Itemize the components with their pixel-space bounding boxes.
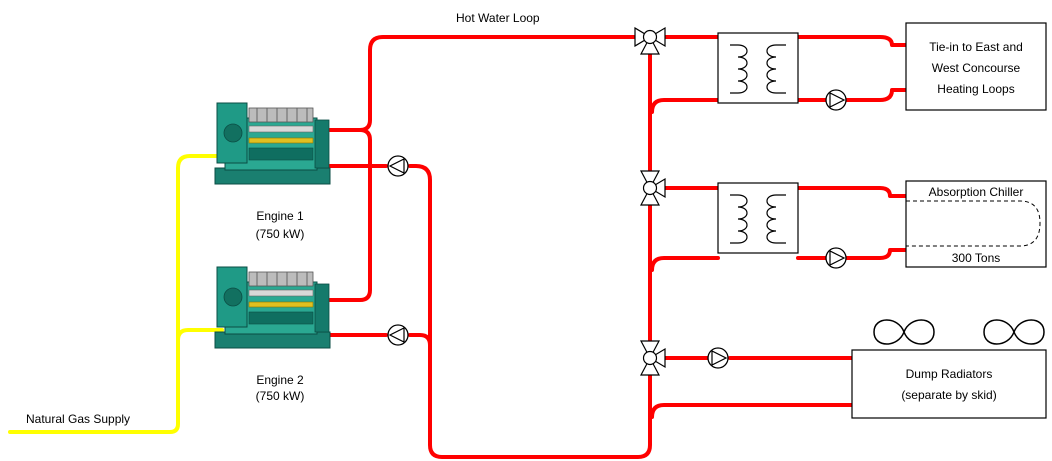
tiein-pump-icon <box>825 89 847 111</box>
tiein-label-line1: Tie-in to East and <box>929 40 1023 54</box>
three-way-valve-3-icon <box>640 340 666 376</box>
hx1-return-header <box>650 98 720 114</box>
natural-gas-supply-label: Natural Gas Supply <box>26 412 130 426</box>
engine2-pump-icon <box>387 324 409 346</box>
three-way-valve-1-icon <box>634 27 666 55</box>
chiller-pump-icon <box>825 247 847 269</box>
dump-pump-icon <box>707 347 729 369</box>
tiein-label-line2: West Concourse <box>932 61 1021 75</box>
engine1-rating-label: (750 kW) <box>256 227 305 241</box>
chiller-capacity-label: 300 Tons <box>952 251 1001 265</box>
tiein-supply-pipe <box>796 35 908 47</box>
chiller-internal-coil <box>906 200 1041 247</box>
chiller-return-pipe <box>844 248 908 260</box>
engine2-supply-pipe <box>328 128 372 302</box>
hot-water-supply-pipe <box>328 35 636 132</box>
chiller-label: Absorption Chiller <box>929 185 1024 199</box>
engine1-pump-icon <box>387 155 409 177</box>
radiator-fan-1-icon <box>873 319 935 345</box>
chiller-box <box>905 180 1047 268</box>
dump-return-pipe <box>650 403 854 419</box>
engine2-image <box>214 266 331 349</box>
gas-supply-pipe <box>8 154 224 434</box>
tiein-label-line3: Heating Loops <box>937 82 1014 96</box>
engine1-image <box>214 102 331 185</box>
dump-label-line2: (separate by skid) <box>901 388 996 402</box>
engine2-name-label: Engine 2 <box>256 373 304 387</box>
engine2-rating-label: (750 kW) <box>256 389 305 403</box>
radiator-fan-2-icon <box>983 319 1045 345</box>
tiein-return-pipe <box>844 88 908 102</box>
chiller-supply-pipe <box>796 186 908 198</box>
dump-label-line1: Dump Radiators <box>906 367 993 381</box>
hot-water-loop-label: Hot Water Loop <box>456 11 540 25</box>
heat-exchanger-2-icon <box>717 182 799 254</box>
engine2-return-pipe <box>328 333 432 347</box>
dump-radiators-box <box>851 349 1047 419</box>
engine1-name-label: Engine 1 <box>256 209 304 223</box>
main-vertical-header <box>408 48 652 459</box>
tiein-box <box>905 22 1047 111</box>
hx2-return-header <box>650 256 720 272</box>
heat-exchanger-1-icon <box>717 32 799 104</box>
three-way-valve-2-icon <box>640 170 666 206</box>
